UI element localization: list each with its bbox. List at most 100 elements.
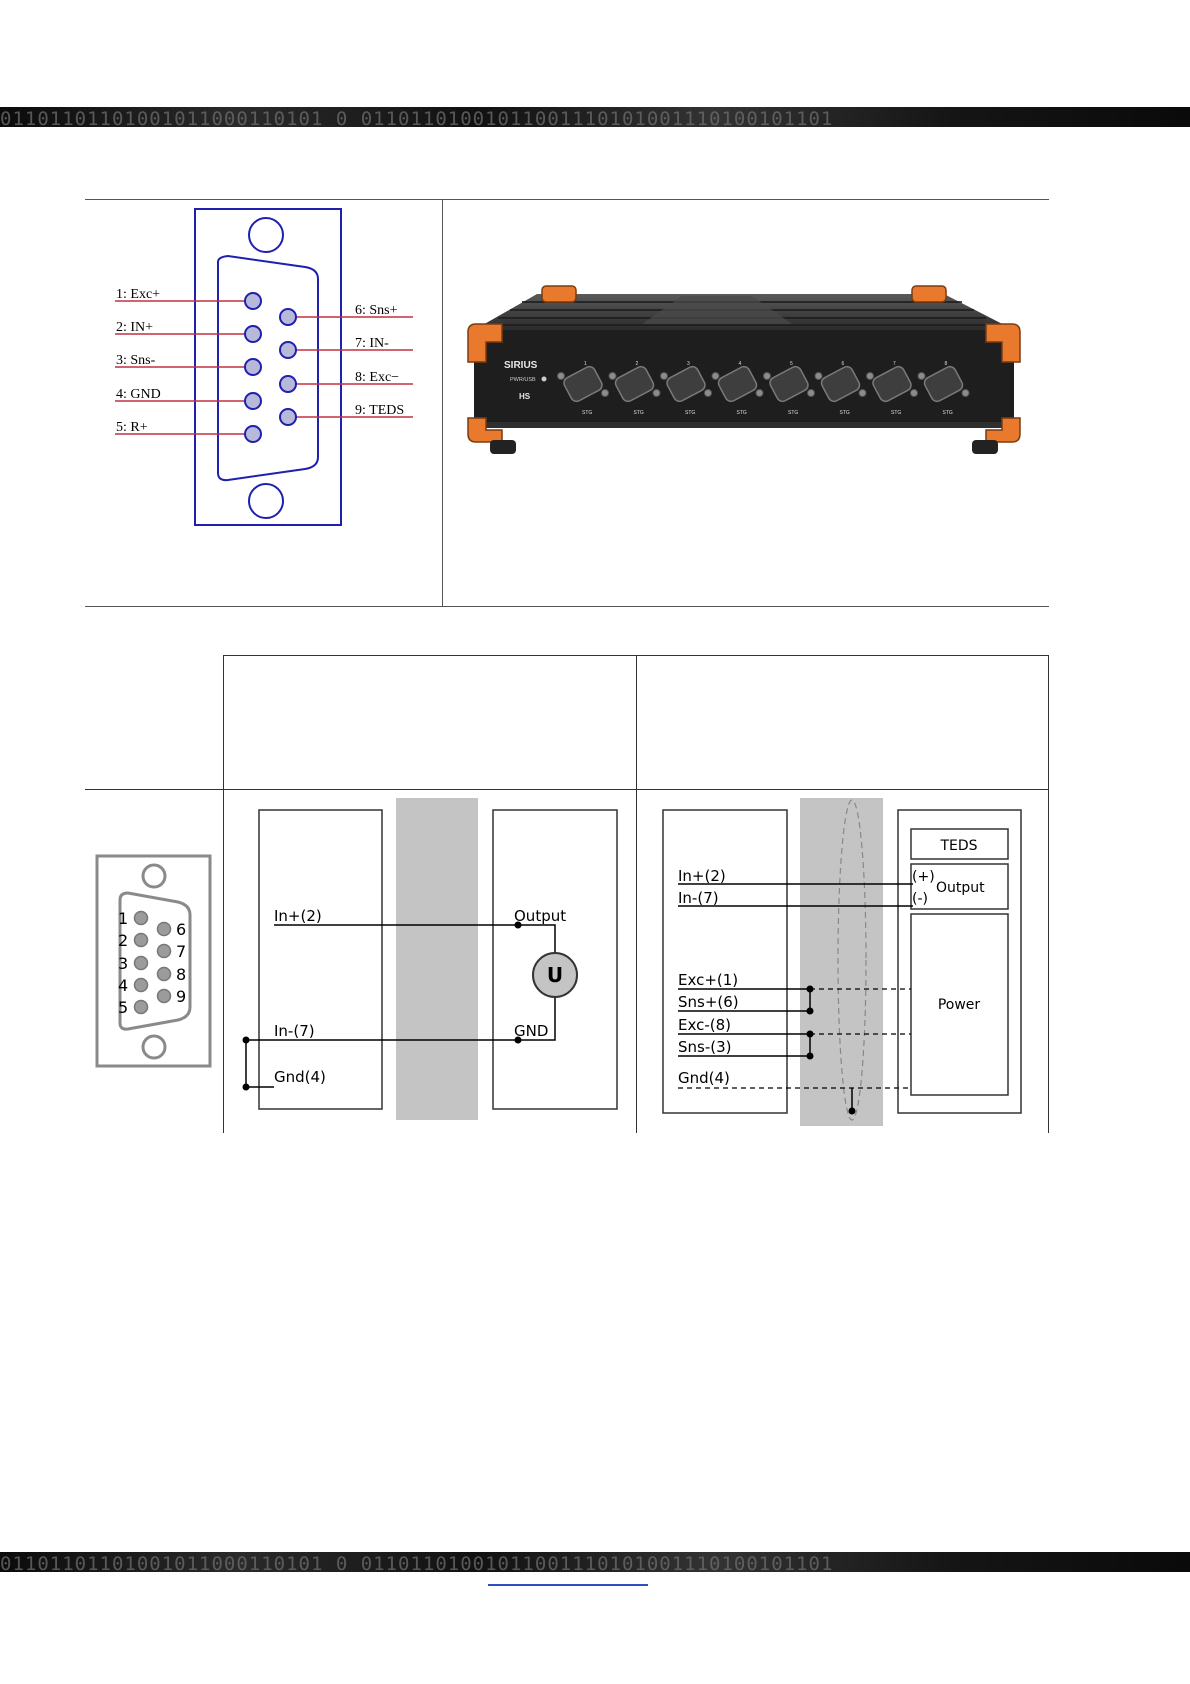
- in-plus-label: In+(2): [274, 907, 322, 925]
- teds-in-minus-label: In-(7): [678, 889, 719, 907]
- device-photo: SIRIUS PWR/USB HS 1STG2STG3STG4STG5STG6S…: [467, 285, 1021, 454]
- channel-number-1: 1: [584, 361, 587, 367]
- channel-screw-3-1: [660, 372, 668, 380]
- upper-table-divider: [442, 199, 443, 607]
- pin-1: [244, 292, 262, 310]
- status-led: [541, 376, 547, 382]
- channel-type-label-1: STG: [582, 410, 592, 416]
- icon-number-8: 8: [176, 965, 186, 984]
- channel-type-label-2: STG: [634, 410, 644, 416]
- pin-3: [244, 358, 262, 376]
- pin-6: [279, 308, 297, 326]
- lower-table-mid-line: [85, 789, 1049, 790]
- pin-label-3: 3: Sns-: [116, 353, 156, 368]
- header-band-pattern: 01101101101001011000110101 0 01101101001…: [0, 108, 834, 127]
- channel-socket-1: [563, 365, 603, 403]
- device-status-label: PWR/USB: [510, 377, 536, 383]
- channel-screw-7-2: [910, 389, 918, 397]
- in-minus-label: In-(7): [274, 1022, 315, 1040]
- channel-screw-4-1: [711, 372, 720, 380]
- channel-socket-7: [872, 365, 912, 403]
- icon-number-6: 6: [176, 920, 186, 939]
- pin-label-7: 7: IN-: [355, 336, 389, 351]
- icon-number-5: 5: [118, 998, 128, 1017]
- upper-table-top-rule: [85, 199, 1049, 200]
- footer-link-underline[interactable]: [488, 1584, 648, 1586]
- icon-number-7: 7: [176, 942, 186, 961]
- pin-5: [244, 425, 262, 443]
- db9-connector-icon: 1 2 3 4 5 6 7 8 9: [95, 854, 212, 1068]
- pin-4: [244, 392, 262, 410]
- gnd-label: Gnd(4): [274, 1068, 326, 1086]
- channel-screw-7-1: [866, 372, 874, 380]
- channel-socket-2: [614, 365, 655, 403]
- footer-band: 01101101101001011000110101 0 01101101001…: [0, 1552, 1190, 1572]
- channel-screw-1-1: [557, 372, 565, 380]
- voltage-source-symbol: [532, 952, 578, 998]
- pin-label-5: 5: R+: [116, 420, 148, 435]
- pin-9: [279, 408, 297, 426]
- voltage-source-label: U: [547, 963, 563, 987]
- teds-sns-minus-label: Sns-(3): [678, 1038, 732, 1056]
- pin-8: [279, 375, 297, 393]
- teds-exc-minus-label: Exc-(8): [678, 1016, 731, 1034]
- channel-screw-8-2: [961, 389, 970, 397]
- pin-label-6: 6: Sns+: [355, 303, 398, 318]
- teds-sns-plus-label: Sns+(6): [678, 993, 739, 1011]
- teds-plus-label: (+): [912, 869, 935, 885]
- lower-table-left-vertical: [223, 655, 224, 1133]
- sensor-gnd-label: GND: [514, 1022, 548, 1040]
- teds-gnd-label: Gnd(4): [678, 1069, 730, 1087]
- teds-bridge-schematic: In+(2) In-(7) Exc+(1) Sns+(6) Exc-(8) Sn…: [662, 798, 1022, 1126]
- lower-table-right-vertical: [1048, 655, 1049, 1133]
- left-pin-lines: [115, 300, 250, 435]
- db9-pinout-diagram: 1: Exc+ 2: IN+ 3: Sns- 4: GND 5: R+ 6: S…: [115, 208, 413, 526]
- channel-type-label-4: STG: [737, 410, 747, 416]
- channel-screw-5-2: [807, 389, 815, 397]
- channel-number-3: 3: [687, 361, 690, 367]
- channel-number-6: 6: [842, 361, 845, 367]
- output-label: Output: [514, 907, 566, 925]
- channel-screw-4-2: [755, 389, 764, 397]
- footer-band-pattern: 01101101101001011000110101 0 01101101001…: [0, 1553, 834, 1572]
- channel-screw-2-1: [608, 372, 617, 380]
- channel-screw-3-2: [704, 389, 712, 397]
- channel-number-2: 2: [636, 361, 639, 367]
- icon-number-4: 4: [118, 976, 128, 995]
- channel-type-label-7: STG: [891, 410, 901, 416]
- upper-table-bottom-rule: [85, 606, 1049, 607]
- channel-type-label-3: STG: [685, 410, 695, 416]
- channel-screw-2-2: [652, 389, 661, 397]
- channel-number-5: 5: [790, 361, 793, 367]
- channel-socket-3: [666, 365, 706, 403]
- channel-number-8: 8: [945, 361, 948, 367]
- channel-screw-5-1: [763, 372, 771, 380]
- device-model: HS: [519, 392, 531, 401]
- pin-2: [244, 325, 262, 343]
- teds-minus-label: (-): [912, 891, 928, 907]
- icon-number-3: 3: [118, 954, 128, 973]
- channel-screw-1-2: [601, 389, 609, 397]
- pin-label-8: 8: Exc−: [355, 370, 399, 385]
- voltage-input-schematic: U In+(2) In-(7) Gnd(4) Output GND: [242, 798, 618, 1120]
- teds-power-label: Power: [938, 997, 981, 1013]
- lower-table-center-vertical: [636, 655, 637, 1133]
- channel-socket-5: [769, 365, 809, 403]
- channel-type-label-6: STG: [840, 410, 850, 416]
- channel-number-4: 4: [739, 361, 742, 367]
- channel-socket-4: [717, 365, 758, 403]
- channel-socket-8: [923, 365, 964, 403]
- channel-screw-6-1: [814, 372, 823, 380]
- teds-in-plus-label: In+(2): [678, 867, 726, 885]
- teds-output-label: Output: [936, 880, 985, 896]
- pin-label-9: 9: TEDS: [355, 403, 404, 418]
- teds-exc-plus-label: Exc+(1): [678, 971, 738, 989]
- icon-number-9: 9: [176, 987, 186, 1006]
